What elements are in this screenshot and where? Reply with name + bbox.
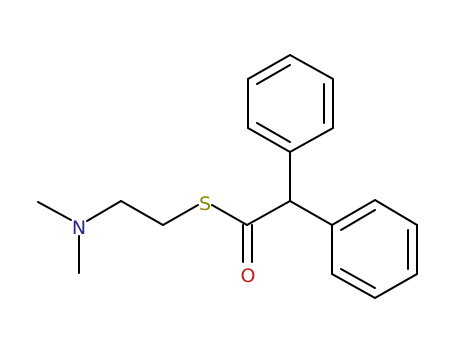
- oxygen-atom-label: O: [241, 265, 256, 287]
- bond-s-carbonyl: [211, 204, 248, 226]
- upper-phenyl-inner-bond-3: [256, 122, 291, 143]
- bond-methine-lower-phenyl: [289, 200, 333, 226]
- bond-carbonyl-methine: [246, 200, 291, 226]
- bond-n-ch2: [86, 200, 122, 222]
- nitrogen-atom-label: N: [72, 217, 86, 239]
- bond-ch2-s: [162, 204, 199, 226]
- upper-phenyl-ring: [247, 53, 334, 154]
- lower-phenyl-ring: [331, 198, 418, 300]
- bond-methyl-upper-n: [37, 201, 72, 221]
- upper-phenyl-inner-bond-1: [256, 64, 291, 85]
- lower-phenyl-inner-bond-3: [340, 268, 376, 289]
- lower-phenyl-inner-bond-1: [340, 209, 376, 231]
- sulfur-atom-label: S: [199, 193, 211, 215]
- bond-ch2-ch2: [120, 200, 164, 226]
